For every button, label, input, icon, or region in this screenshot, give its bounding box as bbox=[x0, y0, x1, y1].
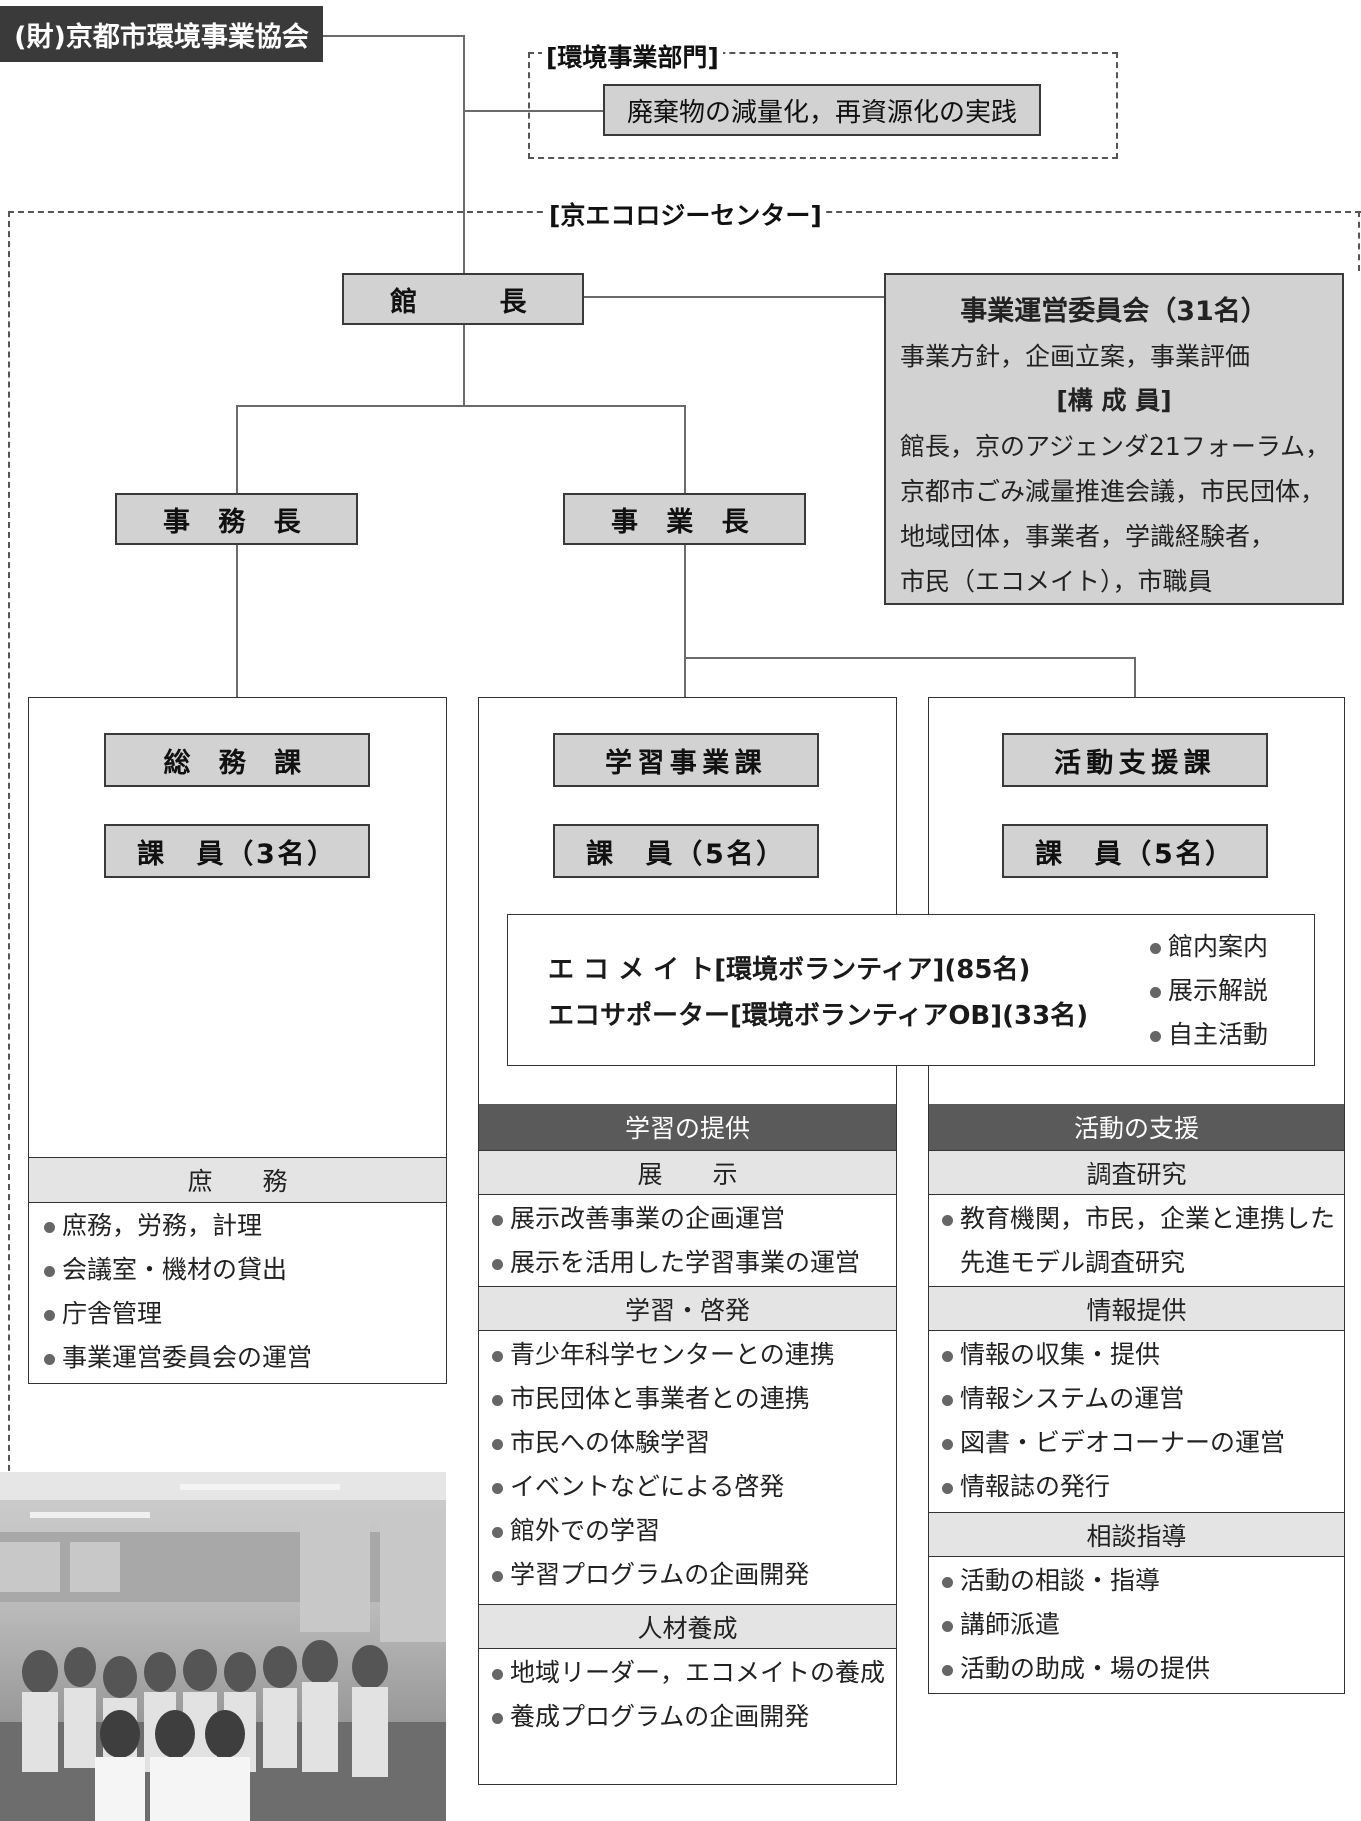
list-item: 地域リーダー，エコメイトの養成 bbox=[490, 1651, 890, 1695]
research-items: 教育機関，市民，企業と連携した先進モデル調査研究 bbox=[940, 1197, 1338, 1285]
committee-box: 事業運営委員会（31名） 事業方針，企画立案，事業評価 [構 成 員] 館長，京… bbox=[884, 273, 1344, 605]
consult-title: 相談指導 bbox=[1086, 1521, 1187, 1551]
list-item: 展示解説 bbox=[1148, 969, 1268, 1013]
enlightenment-title: 学習・啓発 bbox=[624, 1295, 750, 1325]
list-item: イベントなどによる啓発 bbox=[490, 1465, 835, 1509]
support-group-title: 調査研究 bbox=[928, 1150, 1345, 1195]
support-staff: 課 員（5名） bbox=[1002, 824, 1268, 878]
research-title: 調査研究 bbox=[1086, 1159, 1187, 1189]
list-item: 会議室・機材の貸出 bbox=[42, 1248, 312, 1292]
committee-desc: 事業方針，企画立案，事業評価 bbox=[900, 342, 1251, 371]
committee-members-line: 館長，京のアジェンダ21フォーラム， bbox=[900, 432, 1331, 461]
learning-group-title: 展 示 bbox=[478, 1150, 897, 1195]
committee-members-line: 京都市ごみ減量推進会議，市民団体， bbox=[900, 477, 1326, 506]
list-item: 情報システムの運営 bbox=[940, 1377, 1285, 1421]
director-box: 館 長 bbox=[342, 273, 584, 325]
list-item: 講師派遣 bbox=[940, 1603, 1210, 1647]
env-task: 廃棄物の減量化，再資源化の実践 bbox=[626, 97, 1017, 128]
general-affairs-staff-label: 課 員（3名） bbox=[137, 838, 337, 870]
org-name-box: (財)京都市環境事業協会 bbox=[0, 6, 323, 62]
training-title: 人材養成 bbox=[637, 1613, 738, 1643]
volunteer-roles: 館内案内 展示解説 自主活動 bbox=[1148, 925, 1268, 1057]
list-item: 活動の助成・場の提供 bbox=[940, 1647, 1210, 1691]
director: 館 長 bbox=[390, 286, 536, 318]
business-chief-box: 事 業 長 bbox=[563, 493, 806, 545]
committee-members-label: [構 成 員] bbox=[1056, 386, 1172, 415]
volunteers-line-1: エ コ メ イ ト[環境ボランティア](85名) bbox=[548, 955, 1031, 985]
committee-members-line: 地域団体，事業者，学識経験者， bbox=[900, 522, 1276, 551]
list-item: 教育機関，市民，企業と連携した先進モデル調査研究 bbox=[940, 1197, 1338, 1285]
general-affairs-items: 庶務，労務，計理 会議室・機材の貸出 庁舎管理 事業運営委員会の運営 bbox=[42, 1204, 312, 1380]
consult-items: 活動の相談・指導 講師派遣 活動の助成・場の提供 bbox=[940, 1559, 1210, 1691]
info-items: 情報の収集・提供 情報システムの運営 図書・ビデオコーナーの運営 情報誌の発行 bbox=[940, 1333, 1285, 1509]
list-item: 活動の相談・指導 bbox=[940, 1559, 1210, 1603]
volunteers-line-2: エコサポーター[環境ボランティアOB](33名) bbox=[548, 1001, 1089, 1031]
general-affairs-area: 庶 務 bbox=[28, 1157, 447, 1203]
list-item: 事業運営委員会の運営 bbox=[42, 1336, 312, 1380]
support-staff-label: 課 員（5名） bbox=[1035, 838, 1235, 870]
learning-staff: 課 員（5名） bbox=[553, 824, 819, 878]
list-item: 庁舎管理 bbox=[42, 1292, 312, 1336]
committee-title: 事業運営委員会（31名） bbox=[960, 296, 1268, 327]
business-chief: 事 業 長 bbox=[610, 506, 759, 538]
support-header: 活動の支援 bbox=[928, 1104, 1345, 1150]
learning-header: 学習の提供 bbox=[478, 1104, 897, 1150]
support-header-label: 活動の支援 bbox=[1073, 1114, 1199, 1143]
env-dept-label: [環境事業部門] bbox=[542, 38, 723, 74]
list-item: 自主活動 bbox=[1148, 1013, 1268, 1057]
list-item: 青少年科学センターとの連携 bbox=[490, 1333, 835, 1377]
general-affairs-area-label: 庶 務 bbox=[187, 1167, 288, 1196]
learning-group-title: 人材養成 bbox=[478, 1604, 897, 1649]
committee-members-line: 市民（エコメイト），市職員 bbox=[900, 567, 1213, 596]
env-task-box: 廃棄物の減量化，再資源化の実践 bbox=[603, 84, 1041, 136]
office-chief-box: 事 務 長 bbox=[115, 493, 358, 545]
list-item: 展示改善事業の企画運営 bbox=[490, 1197, 860, 1241]
learning-group-title: 学習・啓発 bbox=[478, 1286, 897, 1331]
office-chief: 事 務 長 bbox=[162, 506, 311, 538]
list-item: 図書・ビデオコーナーの運営 bbox=[940, 1421, 1285, 1465]
general-affairs-staff: 課 員（3名） bbox=[104, 824, 370, 878]
list-item: 学習プログラムの企画開発 bbox=[490, 1553, 835, 1597]
info-title: 情報提供 bbox=[1086, 1295, 1187, 1325]
exhibit-title: 展 示 bbox=[637, 1159, 738, 1189]
training-items: 地域リーダー，エコメイトの養成 養成プログラムの企画開発 bbox=[490, 1651, 890, 1739]
learning-section: 学習事業課 bbox=[553, 733, 819, 787]
learning-header-label: 学習の提供 bbox=[624, 1114, 750, 1143]
general-affairs-section-label: 総 務 課 bbox=[163, 747, 311, 779]
learning-staff-label: 課 員（5名） bbox=[586, 838, 786, 870]
org-name: (財)京都市環境事業協会 bbox=[14, 21, 309, 53]
support-group-title: 情報提供 bbox=[928, 1286, 1345, 1331]
list-item: 庶務，労務，計理 bbox=[42, 1204, 312, 1248]
list-item: 市民団体と事業者との連携 bbox=[490, 1377, 835, 1421]
exhibit-items: 展示改善事業の企画運営 展示を活用した学習事業の運営 bbox=[490, 1197, 860, 1285]
list-item: 市民への体験学習 bbox=[490, 1421, 835, 1465]
support-section-label: 活動支援課 bbox=[1054, 747, 1216, 779]
enlightenment-items: 青少年科学センターとの連携 市民団体と事業者との連携 市民への体験学習 イベント… bbox=[490, 1333, 835, 1597]
learning-column bbox=[478, 697, 897, 1785]
list-item: 館外での学習 bbox=[490, 1509, 835, 1553]
center-label: [京エコロジーセンター] bbox=[545, 196, 826, 232]
support-group-title: 相談指導 bbox=[928, 1512, 1345, 1557]
list-item: 情報誌の発行 bbox=[940, 1465, 1285, 1509]
learning-section-label: 学習事業課 bbox=[605, 747, 767, 779]
general-affairs-section: 総 務 課 bbox=[104, 733, 370, 787]
list-item: 館内案内 bbox=[1148, 925, 1268, 969]
list-item: 情報の収集・提供 bbox=[940, 1333, 1285, 1377]
volunteers-box: エ コ メ イ ト[環境ボランティア](85名) エコサポーター[環境ボランティ… bbox=[507, 914, 1315, 1066]
list-item: 展示を活用した学習事業の運営 bbox=[490, 1241, 860, 1285]
list-item: 養成プログラムの企画開発 bbox=[490, 1695, 890, 1739]
support-section: 活動支援課 bbox=[1002, 733, 1268, 787]
general-affairs-column bbox=[28, 697, 447, 1384]
staff-photo bbox=[0, 1472, 446, 1821]
